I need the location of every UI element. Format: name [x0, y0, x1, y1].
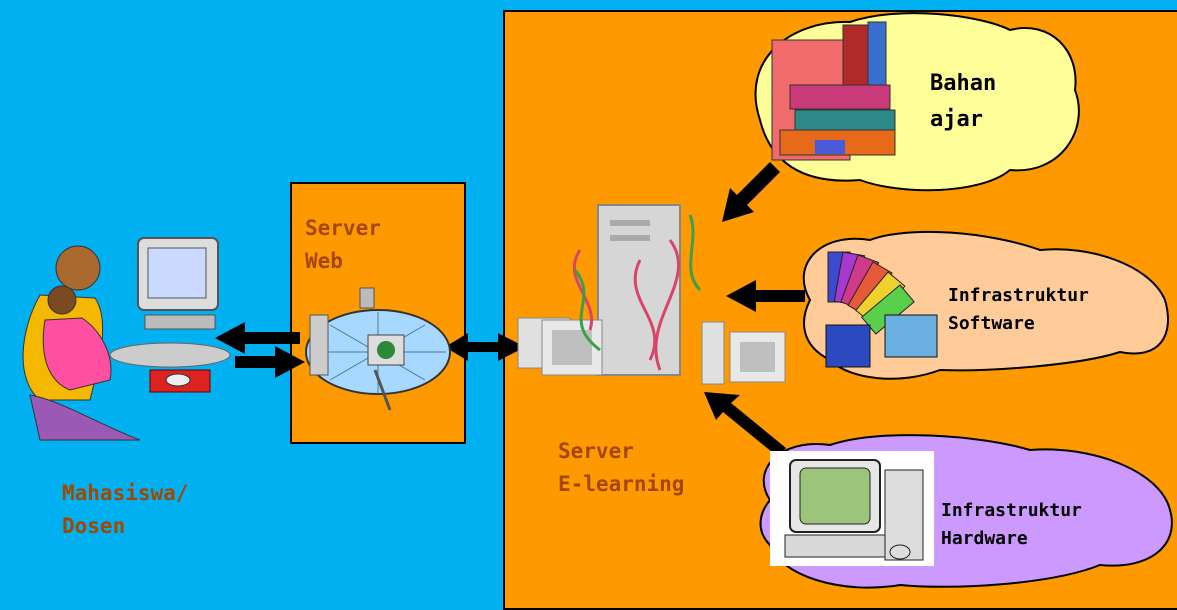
- mahasiswa-line1: Mahasiswa/: [62, 481, 189, 505]
- infra-hardware-label: Infrastruktur Hardware: [941, 497, 1082, 553]
- server-web-label: Server Web: [305, 212, 381, 277]
- hardware-computer-icon: [784, 459, 924, 561]
- infra-software-line1: Infrastruktur: [948, 285, 1089, 306]
- infra-hardware-line2: Hardware: [941, 527, 1028, 549]
- arrow-hardware-to-server: [704, 392, 786, 457]
- web-server-icon: [305, 287, 451, 411]
- server-elearning-line1: Server: [558, 439, 634, 463]
- arrow-bahan-to-server: [722, 162, 780, 222]
- server-web-line2: Web: [305, 248, 343, 273]
- books-icon: [771, 21, 896, 161]
- mahasiswa-line2: Dosen: [62, 513, 126, 538]
- mahasiswa-label: Mahasiswa/ Dosen: [62, 477, 188, 542]
- server-elearning-label: Server E-learning: [558, 435, 684, 500]
- infra-hardware-line1: Infrastruktur: [941, 500, 1082, 521]
- elearning-server-icon: [517, 204, 786, 385]
- floppy-disks-icon: [825, 251, 938, 368]
- server-elearning-line2: E-learning: [558, 471, 685, 496]
- arrow-web-to-elearning: [445, 333, 525, 361]
- infra-software-line2: Software: [948, 312, 1035, 334]
- users-computer-icon: [22, 237, 231, 441]
- arrow-users-to-web: [215, 322, 305, 378]
- server-web-line1: Server: [305, 216, 381, 240]
- infra-software-label: Infrastruktur Software: [948, 282, 1089, 338]
- bahan-ajar-label: Bahan ajar: [930, 66, 996, 139]
- arrow-software-to-server: [726, 280, 805, 312]
- bahan-line2: ajar: [930, 107, 983, 133]
- bahan-line1: Bahan: [930, 71, 997, 96]
- diagram-graphics: [22, 12, 1173, 589]
